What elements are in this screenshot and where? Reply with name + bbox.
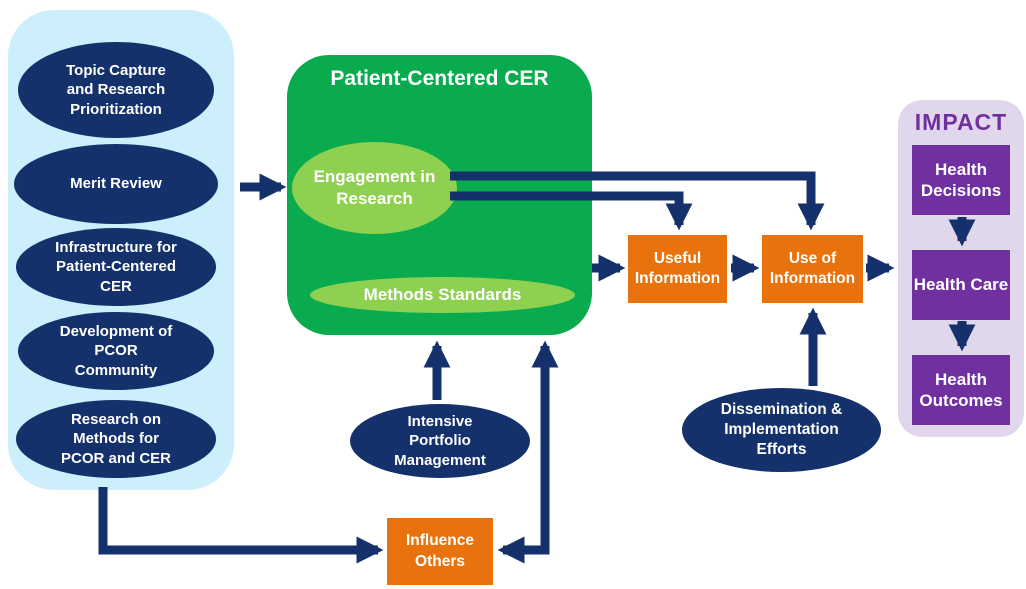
patient-centered-cer-box: Patient-Centered CER Engagement in Resea… — [287, 55, 592, 335]
node-methods-standards: Methods Standards — [310, 277, 575, 313]
node-health-care-label: Health Care — [913, 275, 1009, 295]
node-pcor-community: Development of PCOR Community — [18, 312, 214, 390]
node-topic-capture-label: Topic Capture and Research Prioritizatio… — [66, 61, 166, 118]
node-influence-others-label: Influence Others — [405, 532, 475, 570]
node-research-methods-label: Research on Methods for PCOR and CER — [60, 410, 171, 467]
node-pcor-community-label: Development of PCOR Community — [59, 322, 173, 379]
node-influence-others: Influence Others — [387, 518, 493, 585]
node-health-outcomes-label: Health Outcomes — [919, 369, 1003, 410]
node-health-care: Health Care — [912, 250, 1010, 320]
node-topic-capture: Topic Capture and Research Prioritizatio… — [18, 42, 214, 138]
node-health-outcomes: Health Outcomes — [912, 355, 1010, 425]
node-portfolio-management: Intensive Portfolio Management — [350, 404, 530, 478]
node-health-decisions: Health Decisions — [912, 145, 1010, 215]
node-infrastructure: Infrastructure for Patient-Centered CER — [16, 228, 216, 306]
node-useful-information-label: Useful Information — [634, 249, 721, 287]
node-dissemination: Dissemination & Implementation Efforts — [682, 388, 881, 472]
node-infrastructure-label: Infrastructure for Patient-Centered CER — [55, 238, 177, 295]
node-useful-information: Useful Information — [628, 235, 727, 303]
node-research-methods: Research on Methods for PCOR and CER — [16, 400, 216, 478]
cer-box-title: Patient-Centered CER — [330, 67, 549, 90]
node-portfolio-management-label: Intensive Portfolio Management — [394, 412, 486, 469]
arrow-inputs-to-influence-others — [98, 487, 384, 564]
node-merit-review-label: Merit Review — [70, 175, 162, 193]
node-merit-review: Merit Review — [14, 144, 218, 224]
node-engagement: Engagement in Research — [292, 142, 457, 234]
node-engagement-label: Engagement in Research — [313, 166, 436, 208]
impact-panel-title: IMPACT — [914, 109, 1008, 135]
node-use-of-information: Use of Information — [762, 235, 863, 303]
impact-panel: IMPACT Health Decisions Health Care Heal… — [898, 100, 1024, 437]
node-use-of-information-label: Use of Information — [769, 249, 856, 287]
node-methods-standards-label: Methods Standards — [363, 284, 522, 304]
node-dissemination-label: Dissemination & Implementation Efforts — [720, 400, 843, 459]
node-health-decisions-label: Health Decisions — [920, 159, 1002, 200]
inputs-panel: Topic Capture and Research Prioritizatio… — [8, 10, 234, 490]
